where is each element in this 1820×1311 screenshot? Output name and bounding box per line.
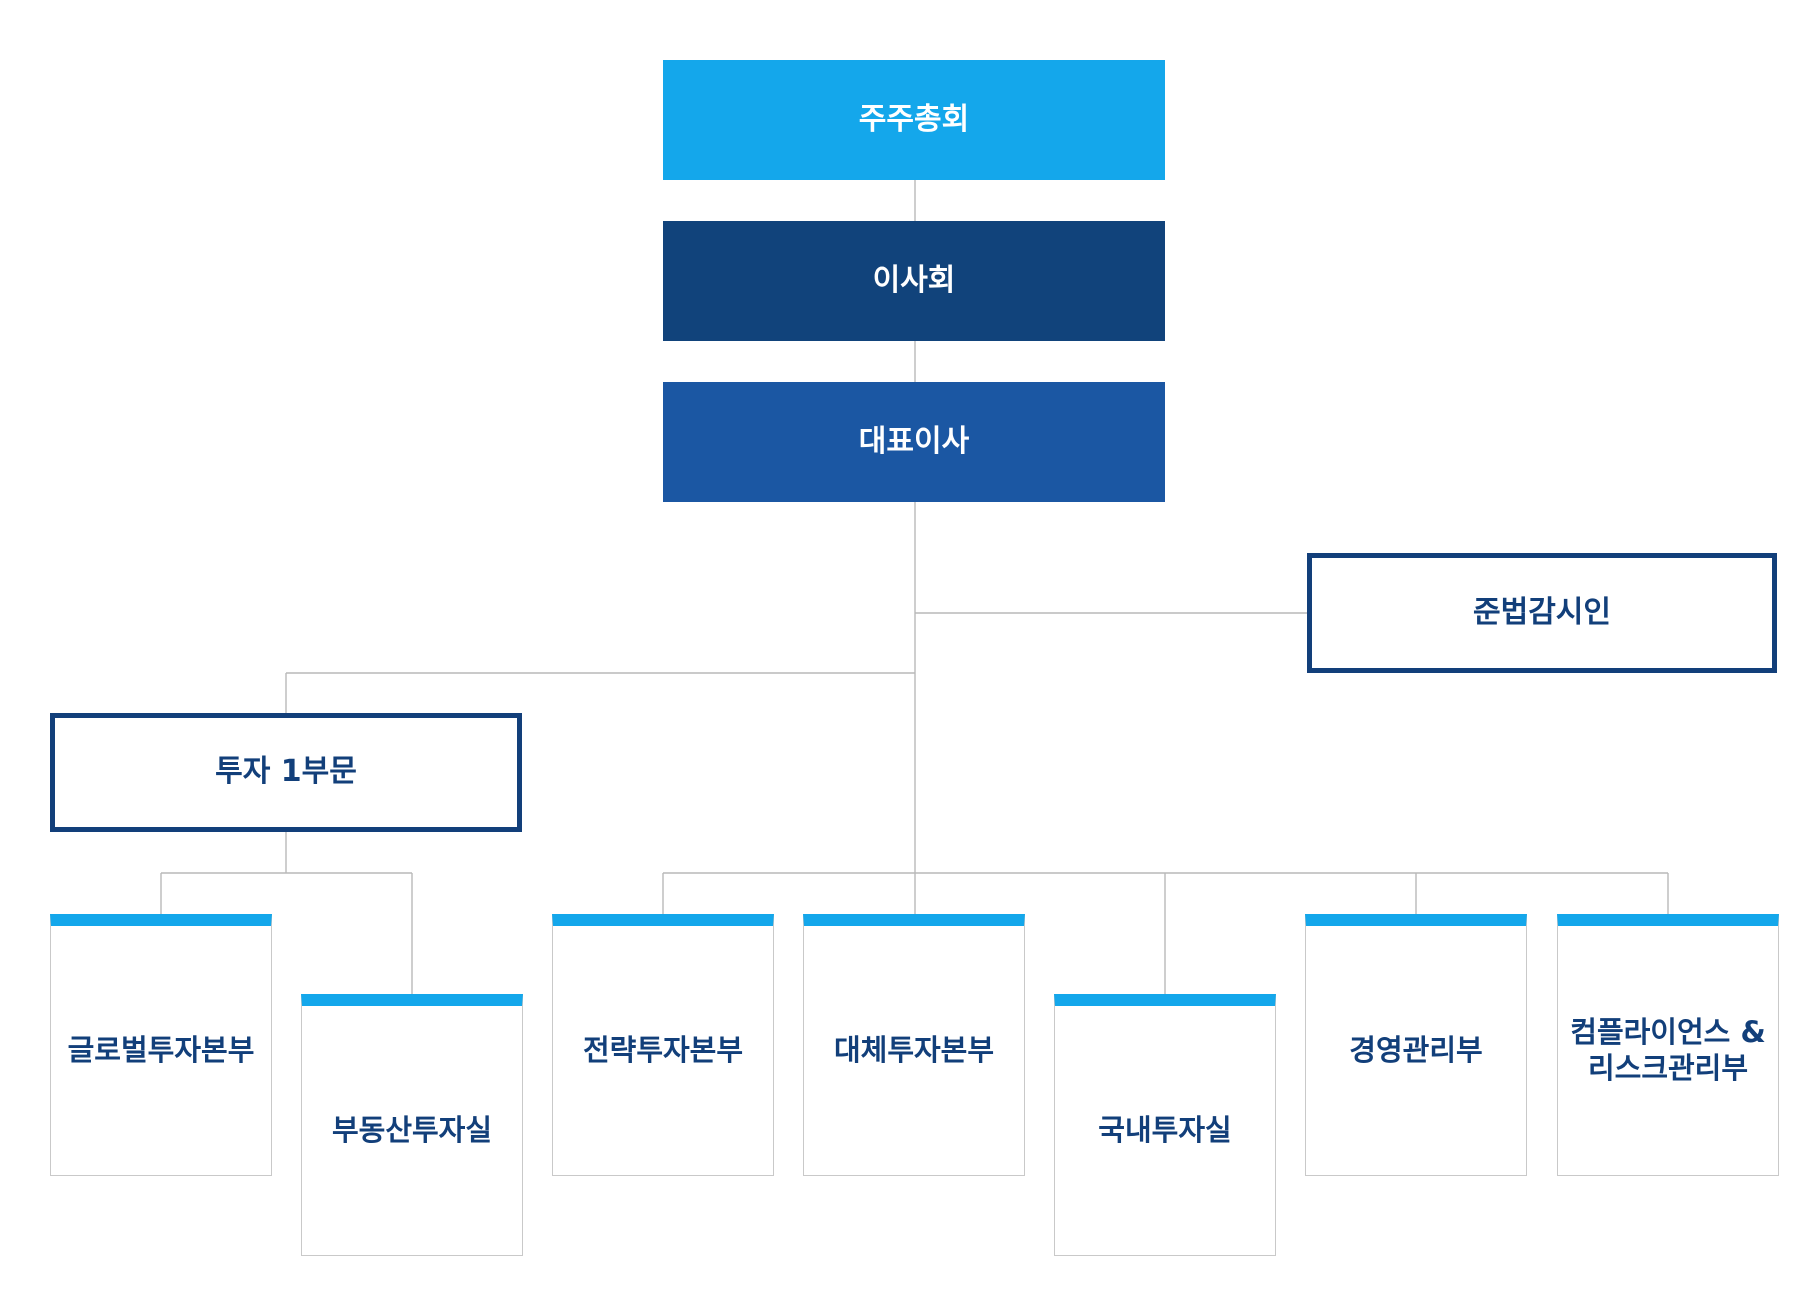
- compliance-officer-box: 준법감시인: [1307, 553, 1777, 673]
- investment-division-label: 투자 1부문: [215, 754, 357, 790]
- global-investment-hq-box: 글로벌투자본부: [50, 914, 272, 1176]
- alternative-investment-hq-box: 대체투자본부: [803, 914, 1025, 1176]
- real-estate-investment-office-box: 부동산투자실: [301, 994, 523, 1256]
- global-investment-hq-label: 글로벌투자본부: [67, 1032, 255, 1067]
- compliance-risk-dept-label: 컴플라이언스 & 리스크관리부: [1570, 1015, 1766, 1085]
- board-of-directors-box: 이사회: [663, 221, 1165, 341]
- domestic-investment-office-label: 국내투자실: [1098, 1112, 1232, 1147]
- ceo-label: 대표이사: [858, 423, 970, 459]
- shareholders-meeting-label: 주주총회: [858, 101, 970, 137]
- strategic-investment-hq-label: 전략투자본부: [582, 1032, 744, 1067]
- management-dept-box: 경영관리부: [1305, 914, 1527, 1176]
- investment-division-box: 투자 1부문: [50, 713, 522, 832]
- board-of-directors-label: 이사회: [872, 262, 956, 298]
- compliance-officer-label: 준법감시인: [1473, 594, 1611, 630]
- ceo-box: 대표이사: [663, 382, 1165, 502]
- strategic-investment-hq-box: 전략투자본부: [552, 914, 774, 1176]
- real-estate-investment-office-label: 부동산투자실: [331, 1112, 493, 1147]
- management-dept-label: 경영관리부: [1349, 1032, 1483, 1067]
- shareholders-meeting-box: 주주총회: [663, 60, 1165, 180]
- domestic-investment-office-box: 국내투자실: [1054, 994, 1276, 1256]
- alternative-investment-hq-label: 대체투자본부: [833, 1032, 995, 1067]
- compliance-risk-dept-box: 컴플라이언스 & 리스크관리부: [1557, 914, 1779, 1176]
